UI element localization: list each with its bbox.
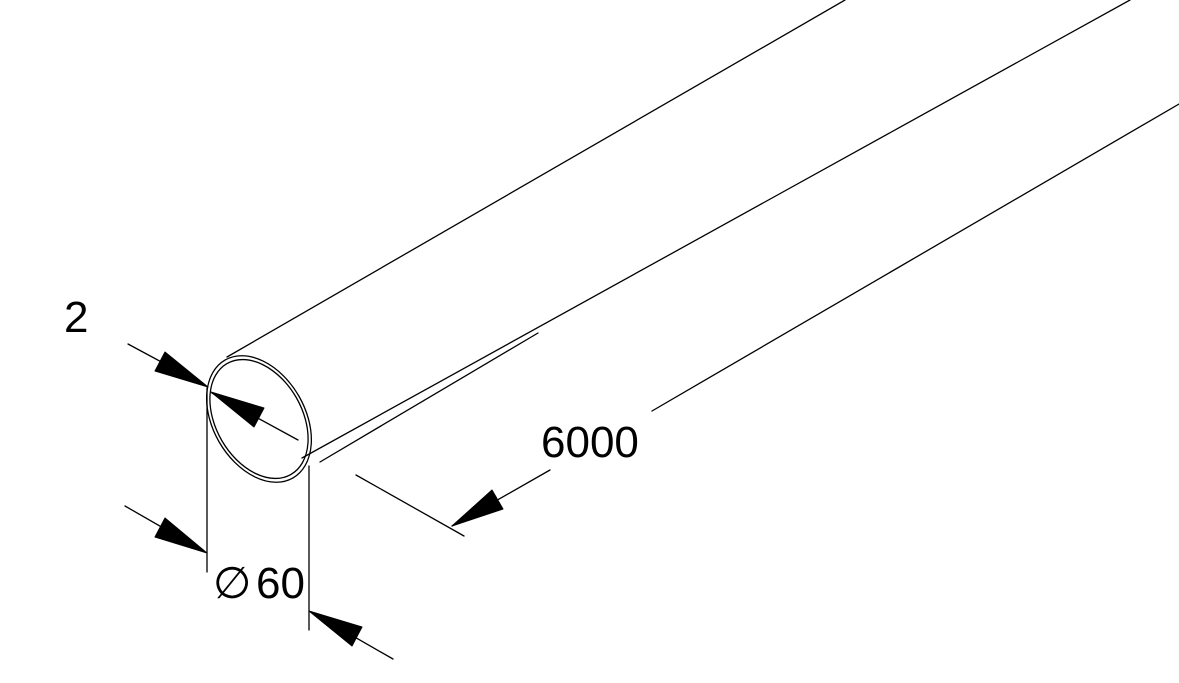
wall-thickness-arrow-outer xyxy=(154,351,209,388)
pipe-middle-edge xyxy=(301,0,1131,459)
diameter-arrow-left xyxy=(154,517,208,554)
wall-thickness-dimension: 2 xyxy=(64,293,299,441)
pipe-bottom-edge-upper xyxy=(651,103,1179,412)
pipe-body xyxy=(226,0,1179,463)
diameter-symbol: ∅ xyxy=(213,559,251,608)
wall-thickness-label: 2 xyxy=(64,293,88,342)
diameter-dimension: ∅ 60 xyxy=(124,387,394,660)
wall-thickness-arrow-inner xyxy=(210,391,265,428)
diameter-value: 60 xyxy=(256,559,305,608)
length-arrow xyxy=(451,489,504,527)
pipe-bottom-edge-lower xyxy=(319,332,539,463)
length-dimension: 6000 xyxy=(355,418,639,537)
diameter-arrow-right xyxy=(308,610,363,647)
pipe-top-edge xyxy=(226,0,846,358)
length-extension-line xyxy=(355,474,465,537)
pipe-outer-ellipse xyxy=(205,355,313,483)
length-label: 6000 xyxy=(541,418,639,467)
pipe-end-face xyxy=(205,355,313,483)
pipe-inner-ellipse xyxy=(209,358,309,480)
